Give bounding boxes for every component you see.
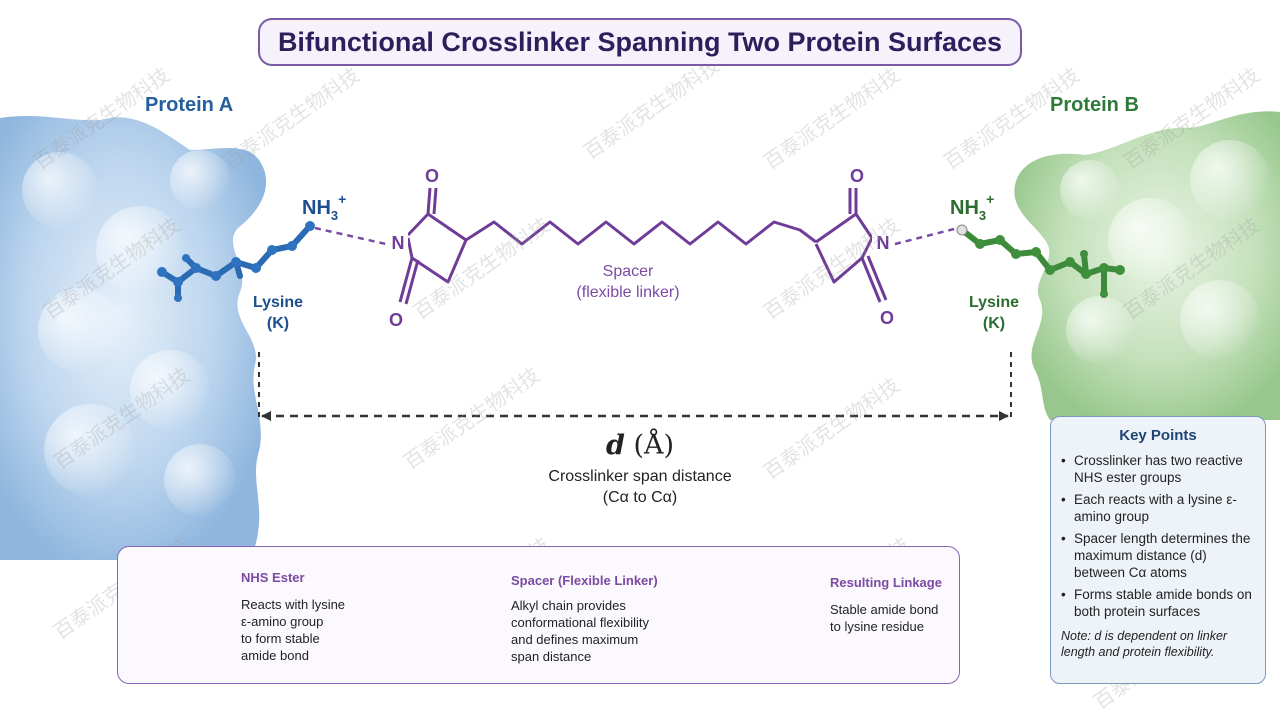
legend-linkage-title: Resulting Linkage <box>830 575 942 590</box>
atom-o-right-bottom: O <box>880 308 894 328</box>
protein-b-label: Protein B <box>1050 94 1139 116</box>
legend-spacer-title: Spacer (Flexible Linker) <box>511 573 658 588</box>
atom-o-right-top: O <box>850 166 864 186</box>
legend-nhs-title: NHS Ester <box>241 570 305 585</box>
protein-a-label: Protein A <box>145 94 234 116</box>
atom-o-left-bottom: O <box>389 310 403 330</box>
key-points-list: Crosslinker has two reactive NHS ester g… <box>1061 452 1255 620</box>
protein-a-amine-label: NH3+ <box>302 191 346 223</box>
key-point-item: Forms stable amide bonds on both protein… <box>1061 586 1255 620</box>
span-description: Crosslinker span distance(Cα to Cα) <box>548 468 732 506</box>
bond-b-dashed <box>894 226 959 246</box>
key-point-item: Each reacts with a lysine ε-amino group <box>1061 491 1255 525</box>
svg-text:百泰派克生物科技: 百泰派克生物科技 <box>219 63 364 174</box>
span-symbol: d (Å) <box>605 430 675 461</box>
svg-text:百泰派克生物科技: 百泰派克生物科技 <box>759 373 904 484</box>
protein-a-surface <box>0 116 267 560</box>
protein-b-amine-label: NH3+ <box>950 191 994 223</box>
svg-text:百泰派克生物科技: 百泰派克生物科技 <box>579 53 724 164</box>
lysine-b-atoms <box>956 224 1125 298</box>
key-points-note: Note: d is dependent on linker length an… <box>1061 629 1228 659</box>
key-points-title: Key Points <box>1119 427 1197 444</box>
atom-o-left-top: O <box>425 166 439 186</box>
spacer-label: Spacer(flexible linker) <box>576 263 680 301</box>
key-point-item: Crosslinker has two reactive NHS ester g… <box>1061 452 1255 486</box>
lysine-a-atoms <box>157 221 315 302</box>
bond-a-dashed <box>314 226 387 246</box>
atom-n-right: N <box>877 233 890 253</box>
key-point-item: Spacer length determines the maximum dis… <box>1061 530 1255 581</box>
protein-b-surface <box>1014 111 1280 420</box>
key-points-panel: Key Points Crosslinker has two reactive … <box>1050 416 1266 684</box>
diagram-title: Bifunctional Crosslinker Spanning Two Pr… <box>258 18 1022 66</box>
svg-text:百泰派克生物科技: 百泰派克生物科技 <box>759 63 904 174</box>
lysine-b-label: Lysine(K) <box>968 294 1020 332</box>
svg-text:百泰派克生物科技: 百泰派克生物科技 <box>399 363 544 474</box>
atom-n-left: N <box>392 233 405 253</box>
lysine-a-label: Lysine(K) <box>252 294 304 332</box>
crosslinker-structure <box>398 187 888 305</box>
